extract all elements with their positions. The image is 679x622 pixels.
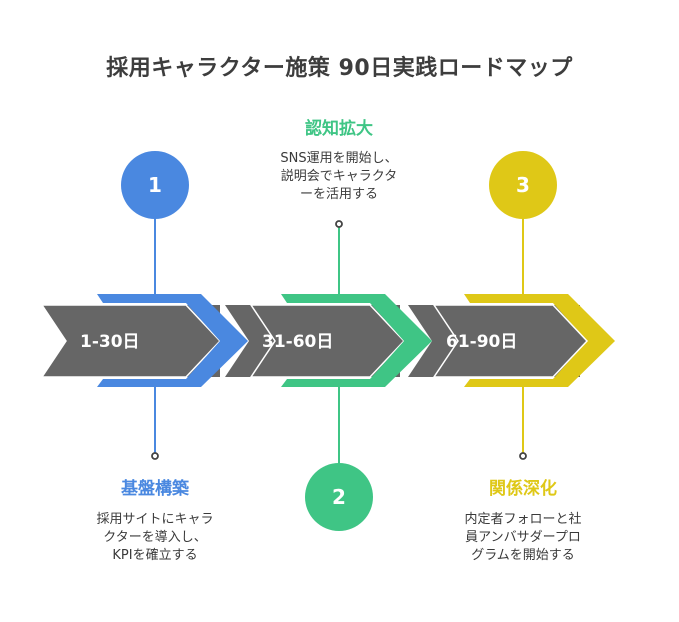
phase-1-number: 1 xyxy=(148,173,162,197)
phase-3-number: 3 xyxy=(516,173,530,197)
description-line: 員アンバサダープロ xyxy=(465,530,581,545)
phase-2-end-dot xyxy=(335,220,343,228)
phase-3-period: 61-90日 xyxy=(446,332,517,352)
phase-2-chevron-frame xyxy=(281,294,432,387)
description-line: 内定者フォローと社 xyxy=(464,512,582,527)
phase-2-chevron xyxy=(249,304,406,378)
phase-2-heading: 認知拡大 xyxy=(305,119,373,139)
phase-1-chevron xyxy=(40,304,222,378)
phase-1-end-dot xyxy=(151,452,159,460)
description-line: SNS運用を開始し、 xyxy=(280,151,398,166)
phase-1-heading: 基盤構築 xyxy=(121,479,189,499)
phase-3-description: 内定者フォローと社 員アンバサダープロ グラムを開始する xyxy=(438,511,608,565)
phase-1-description: 採用サイトにキャラ クターを導入し、 KPIを確立する xyxy=(70,511,240,565)
phase-1-period: 1-30日 xyxy=(80,332,140,352)
phase-2-number: 2 xyxy=(332,485,346,509)
phase-2-number-circle xyxy=(305,463,373,531)
phase-3-heading: 関係深化 xyxy=(489,479,557,499)
description-line: 説明会でキャラクタ xyxy=(280,169,398,184)
phase-1-chevron-frame xyxy=(97,294,248,387)
description-line: クターを導入し、 xyxy=(103,530,207,545)
description-line: 採用サイトにキャラ xyxy=(96,512,214,527)
description-line: ーを活用する xyxy=(299,187,378,202)
phase-3-number-circle xyxy=(489,151,557,219)
phase-2-period: 31-60日 xyxy=(262,332,333,352)
diagram-title: 採用キャラクター施策 90日実践ロードマップ xyxy=(106,56,573,81)
phase-2-description: SNS運用を開始し、 説明会でキャラクタ ーを活用する xyxy=(254,150,424,204)
phase-3-end-dot xyxy=(519,452,527,460)
phase-3-chevron-frame xyxy=(464,294,615,387)
description-line: グラムを開始する xyxy=(471,548,575,563)
phase-3-chevron xyxy=(432,304,589,378)
phase-1-number-circle xyxy=(121,151,189,219)
description-line: KPIを確立する xyxy=(112,548,198,563)
